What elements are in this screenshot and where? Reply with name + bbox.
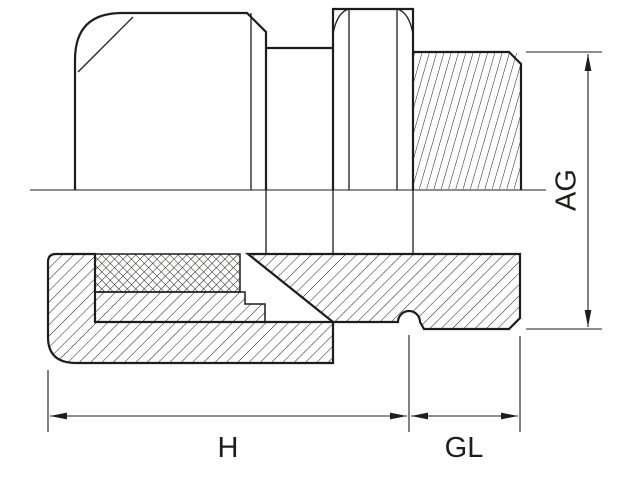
dimension-ag: AG: [526, 51, 602, 330]
hex-chamfer-right: [396, 8, 414, 35]
cap-nut-section: [46, 252, 335, 365]
thread-lines: [414, 53, 520, 189]
lamella-insert-section: [94, 291, 266, 323]
dimension-h: H: [47, 335, 410, 464]
h-label: H: [218, 432, 239, 464]
body-section: [244, 252, 522, 331]
seal-insert-section: [94, 253, 241, 293]
thread-outline: [413, 50, 523, 190]
cap-corner-chamfer: [77, 16, 134, 73]
dimension-gl: GL: [411, 336, 521, 464]
gl-label: GL: [445, 432, 484, 464]
cap-outline: [73, 11, 268, 190]
ag-label: AG: [551, 169, 583, 211]
hex-nut-outline: [331, 7, 415, 190]
hex-chamfer-left: [332, 8, 350, 35]
part-section-view: [46, 190, 522, 365]
part-top-view: [73, 7, 523, 190]
